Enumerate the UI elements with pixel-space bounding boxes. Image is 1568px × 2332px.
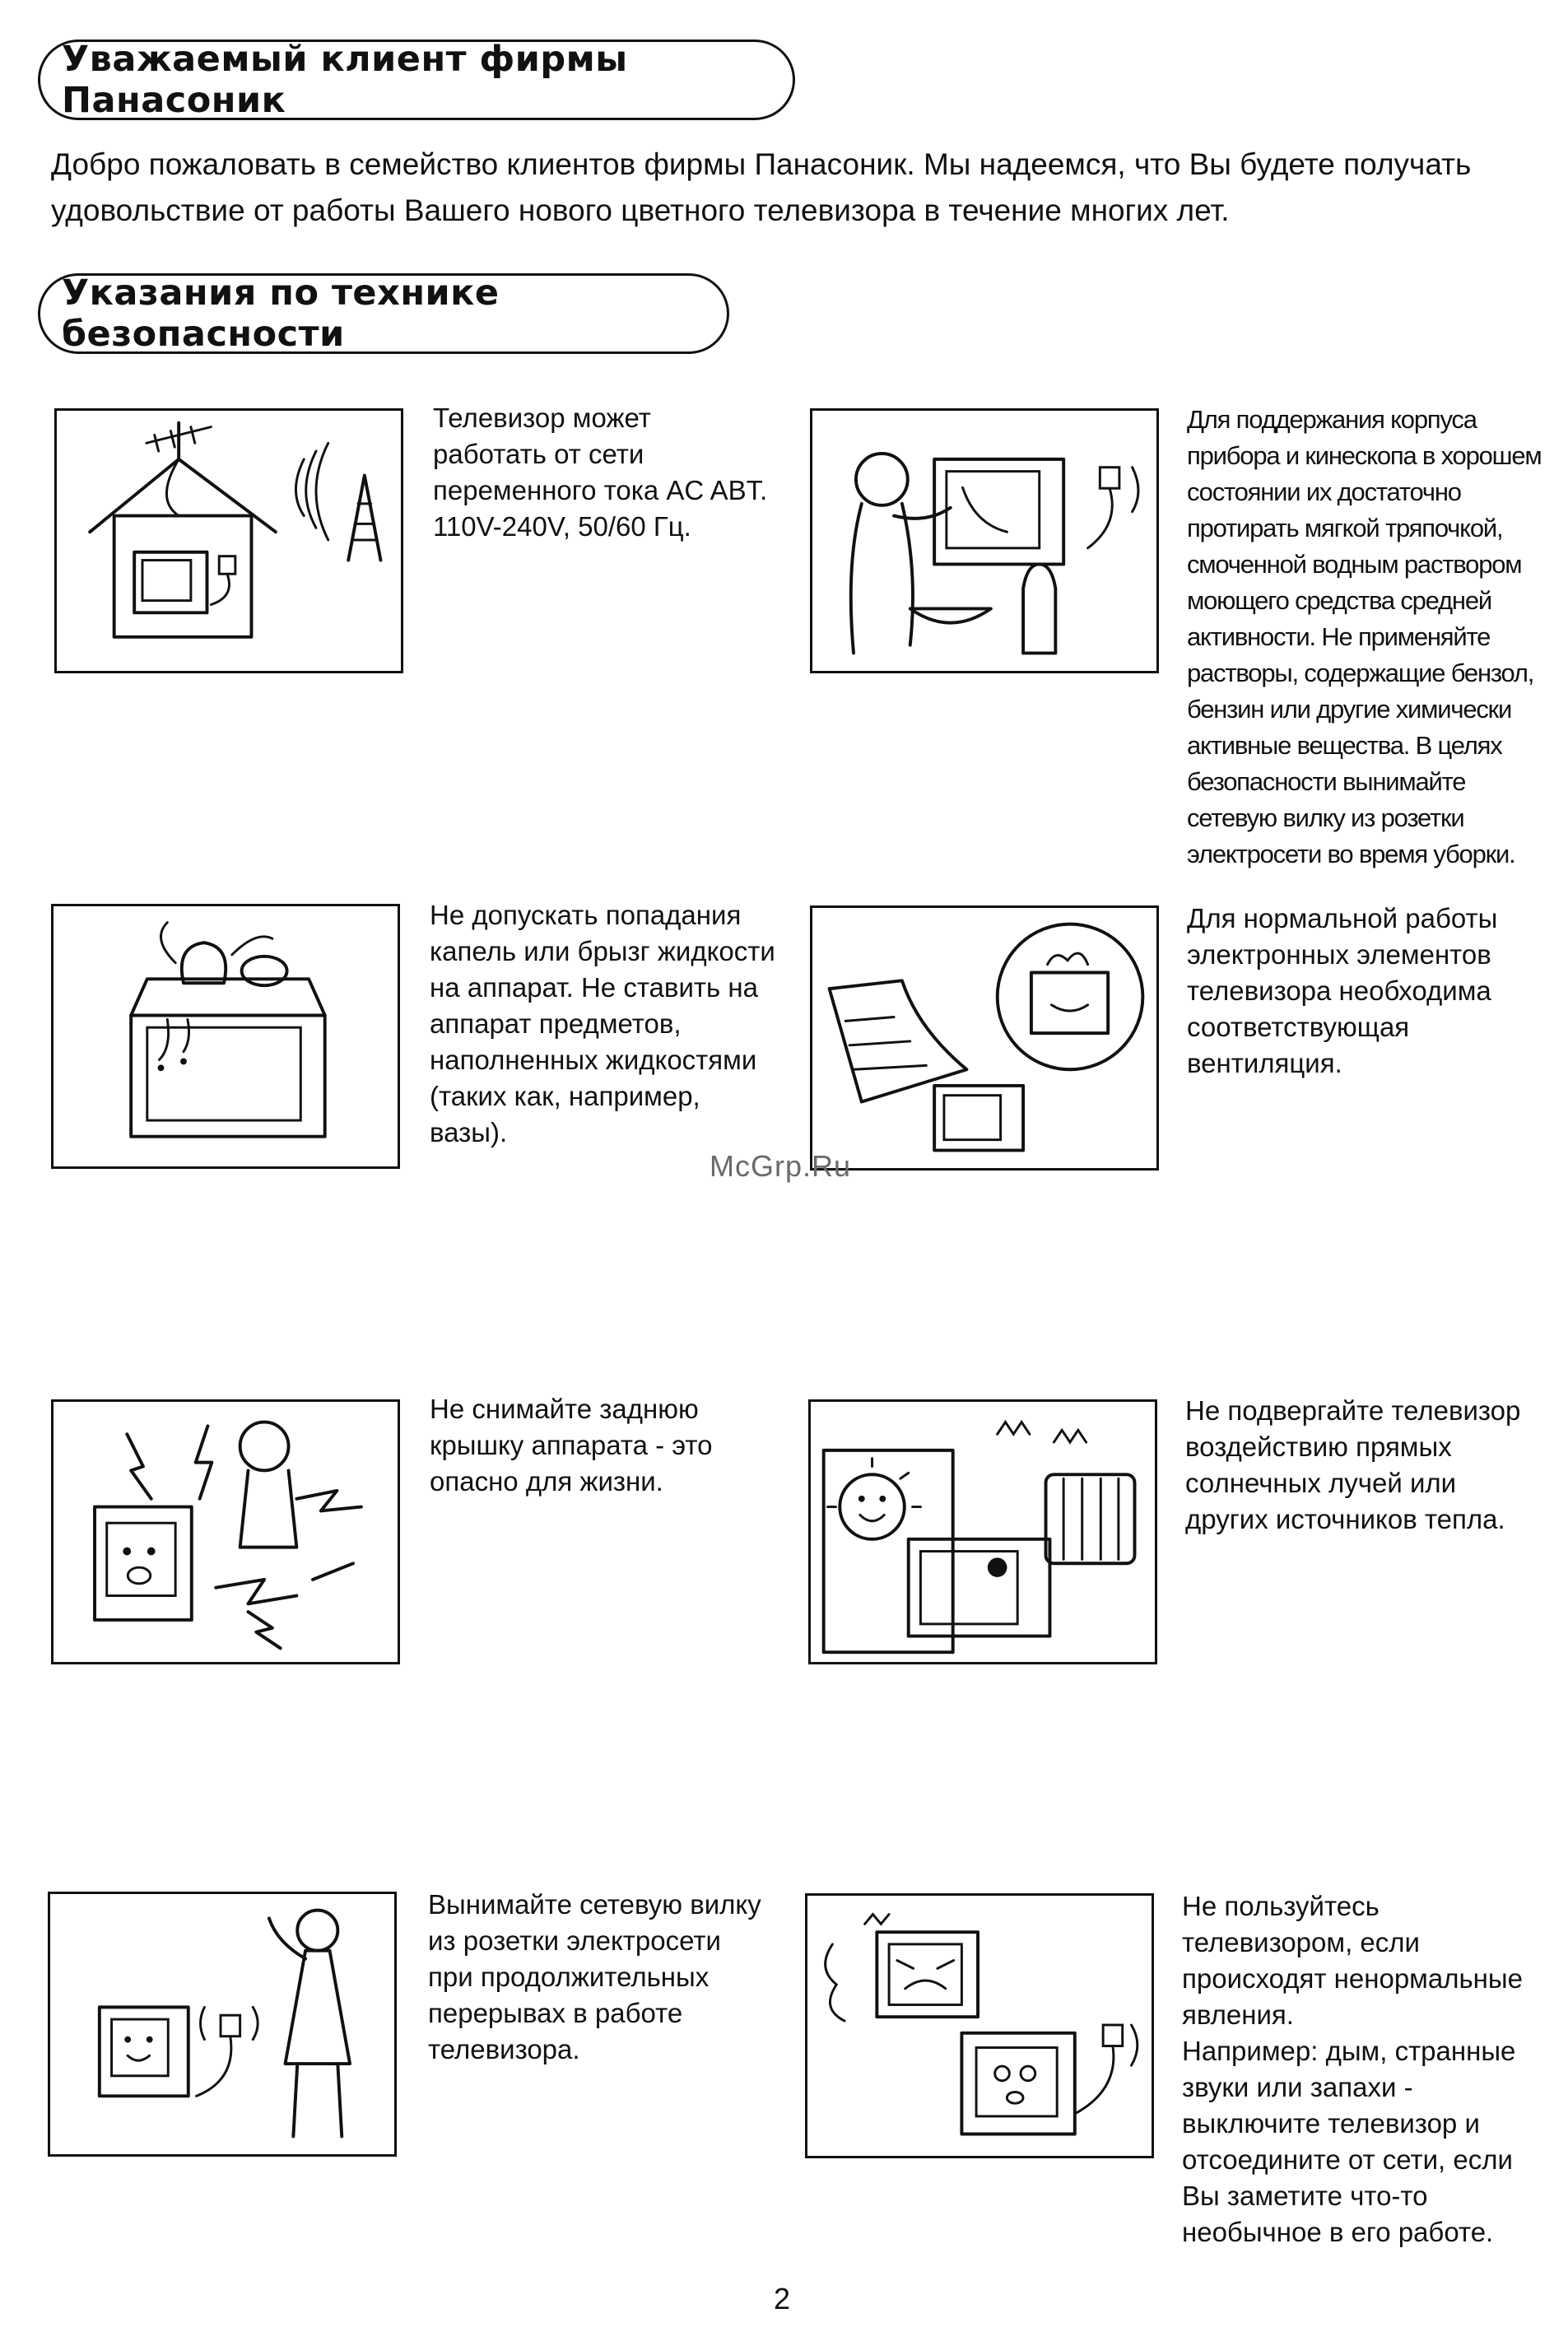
electric-shock-icon [51, 1399, 400, 1664]
tv-ventilation-icon [810, 905, 1159, 1171]
safety-text-4: Для нормальной работы электронных элемен… [1187, 903, 1498, 1078]
safety-heading-text: Указания по технике безопасности [62, 272, 500, 355]
welcome-line-1: Добро пожаловать в семейство клиентов фи… [51, 147, 1472, 181]
safety-heading: Указания по технике безопасности [38, 272, 729, 355]
safety-text-2: Для поддержания корпуса прибора и кинеск… [1187, 405, 1542, 868]
safety-text-1: Телевизор может работать от сети перемен… [433, 403, 768, 542]
safety-text-3: Не допускать попадания капель или брызг … [430, 900, 775, 1147]
safety-text-7: Вынимайте сетевую вилку из розетки элект… [428, 1889, 761, 2064]
house-antenna-tv-icon [54, 408, 403, 673]
welcome-heading: Уважаемый клиент фирмы Панасоник [38, 39, 795, 121]
safety-text-5: Не снимайте заднюю крышку аппарата - это… [430, 1394, 713, 1496]
safety-text-6: Не подвергайте телевизор воздействию пря… [1185, 1395, 1521, 1534]
sun-heater-tv-icon [808, 1399, 1157, 1664]
woman-unplug-tv-icon [48, 1892, 397, 2157]
welcome-heading-text: Уважаемый клиент фирмы Панасоник [62, 39, 628, 121]
smoking-tv-icon [805, 1893, 1154, 2158]
welcome-paragraph: Добро пожаловать в семейство клиентов фи… [51, 142, 1533, 234]
watermark: McGrp.Ru [710, 1149, 852, 1183]
welcome-line-2: удовольствие от работы Вашего нового цве… [51, 193, 1230, 227]
woman-cleaning-tv-icon [810, 408, 1159, 673]
page-number: 2 [774, 2282, 791, 2316]
safety-text-8: Не пользуйтесь телевизором, если происхо… [1182, 1891, 1523, 2247]
vase-on-tv-icon [51, 904, 400, 1169]
